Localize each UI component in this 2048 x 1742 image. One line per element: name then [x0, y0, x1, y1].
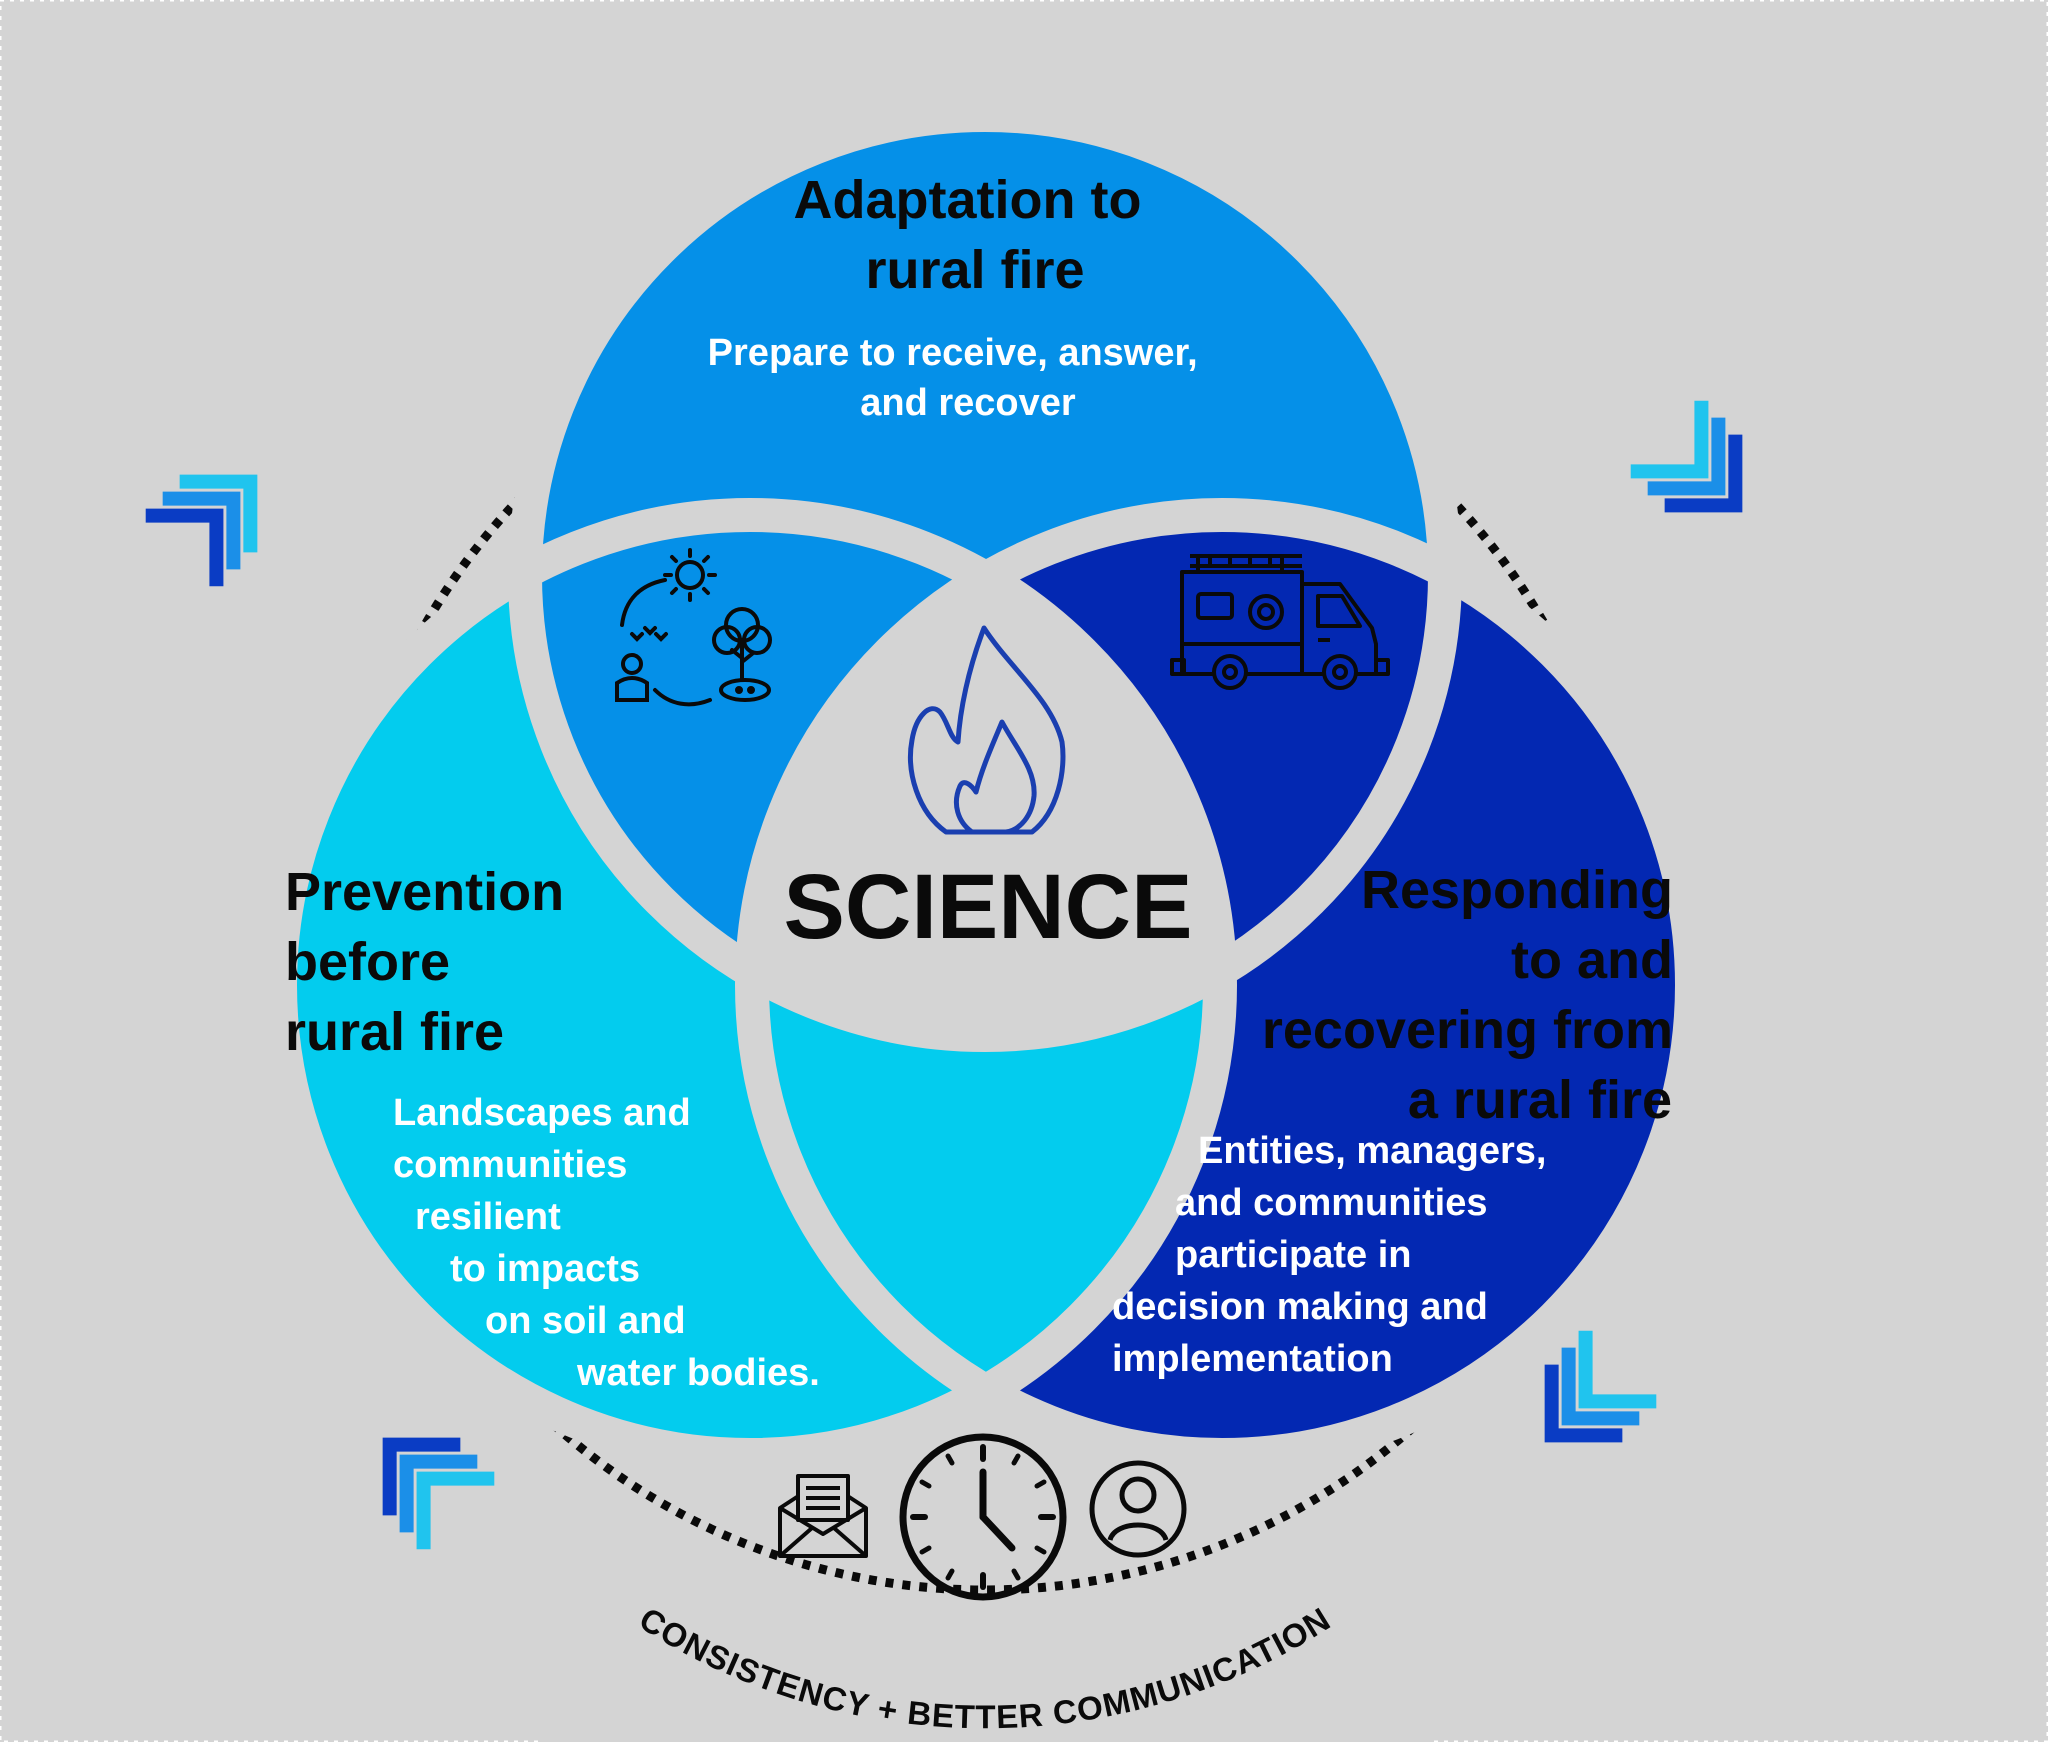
right-subtitle: Entities, managers, and communities part…	[1112, 1130, 1557, 1380]
envelope-icon	[778, 1474, 868, 1558]
flame-icon	[908, 625, 1066, 835]
right-title: Responding to and recovering from a rura…	[1262, 860, 1688, 1130]
chevron-bg-left-top	[200, 370, 360, 550]
venn	[263, 98, 1709, 1472]
gap-left	[263, 498, 1237, 1472]
left-subtitle: Landscapes and communities resilient to …	[393, 1092, 820, 1394]
arc-bg	[540, 1500, 1430, 1742]
fire-truck-icon	[1170, 554, 1390, 690]
top-subtitle: Prepare to receive, answer, and recover	[708, 332, 1209, 424]
clock-icon	[899, 1433, 1067, 1601]
gap-right	[735, 498, 1709, 1472]
center-label: SCIENCE	[784, 856, 1193, 958]
left-title: Prevention before rural fire	[285, 862, 579, 1062]
user-icon	[1089, 1460, 1187, 1558]
nature-cycle-icon	[615, 548, 772, 707]
center-region	[752, 515, 1220, 1035]
top-title: Adaptation to rural fire	[794, 170, 1157, 300]
